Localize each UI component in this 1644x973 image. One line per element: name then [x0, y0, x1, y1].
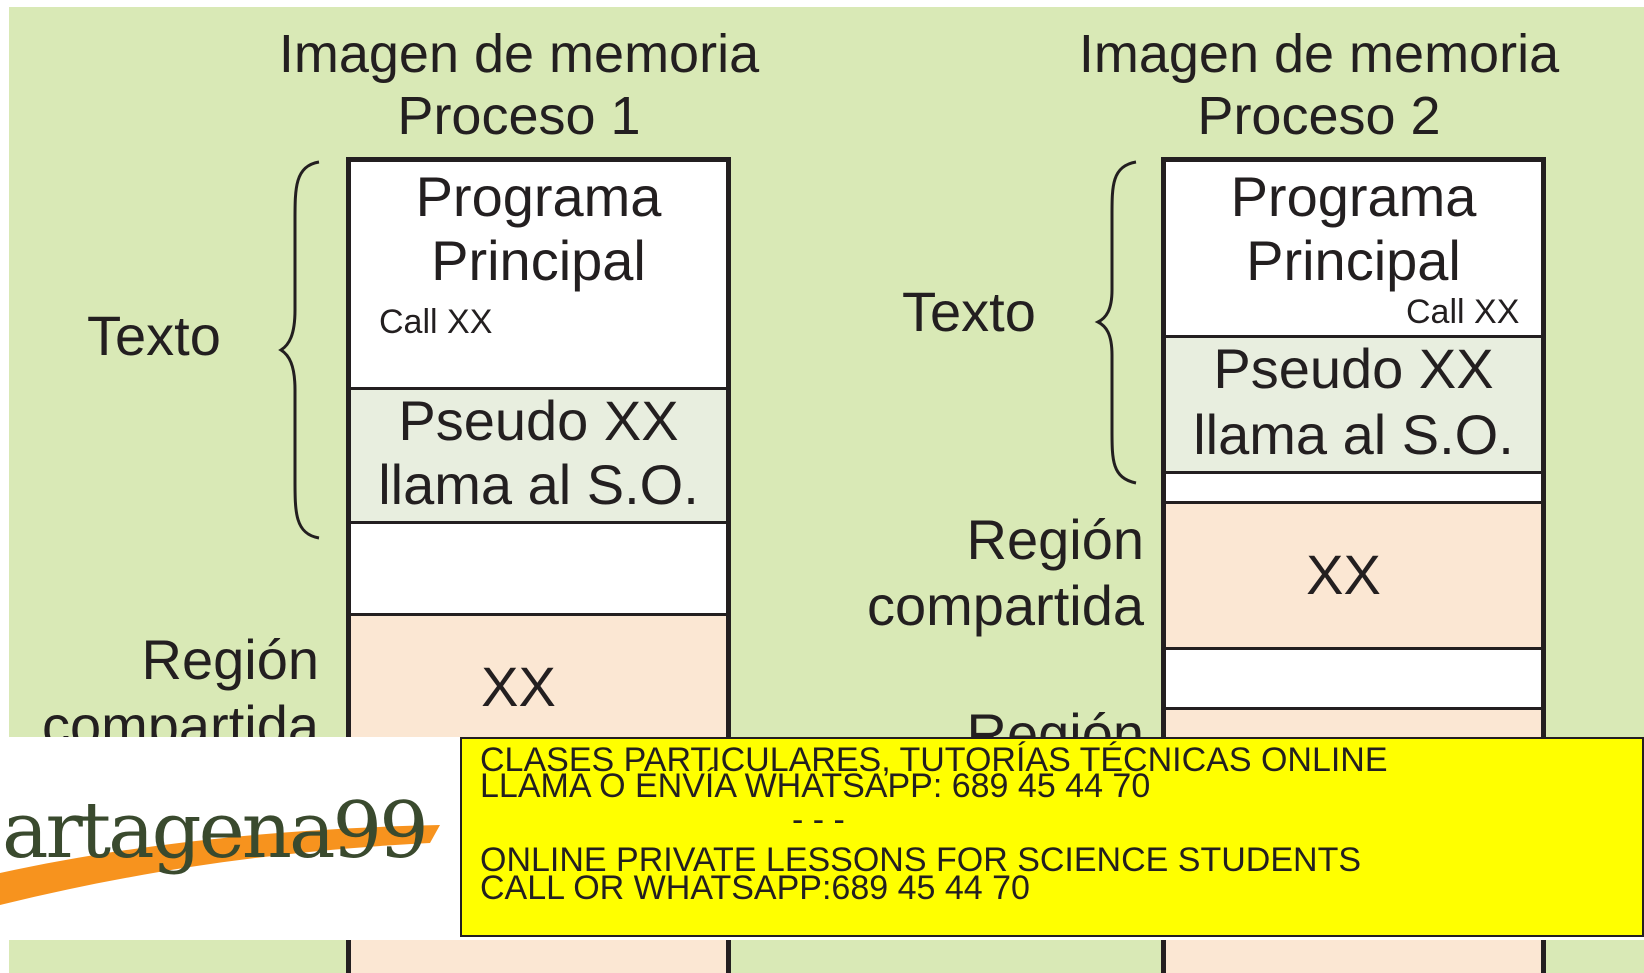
- process1-pseudo-line2: llama al S.O.: [378, 453, 699, 516]
- process1-title: Imagen de memoria Proceso 1: [239, 23, 799, 147]
- process1-title-line1: Imagen de memoria: [278, 24, 760, 84]
- process1-free-space: [351, 524, 726, 616]
- process2-pseudo-line1: Pseudo XX: [1213, 337, 1494, 400]
- process1-pseudo: Pseudo XX llama al S.O.: [351, 389, 726, 524]
- ad-line-2: LLAMA O ENVÍA WHATSAPP: 689 45 44 70: [480, 767, 1151, 805]
- process2-text-label: Texto: [902, 280, 1036, 343]
- process1-text-brace: [278, 160, 320, 540]
- logo-text: artagena99: [2, 786, 429, 876]
- process2-region-label: Región compartida: [789, 507, 1144, 639]
- ad-line-3: ONLINE PRIVATE LESSONS FOR SCIENCE STUDE…: [480, 841, 1362, 879]
- process2-text-brace: [1094, 160, 1137, 485]
- process2-region-line1: Región: [966, 508, 1144, 571]
- process2-free-space-2: [1166, 650, 1541, 710]
- process2-main-line2: Principal: [1246, 229, 1461, 292]
- process2-free-space-1: [1166, 474, 1541, 504]
- process2-pseudo: Pseudo XX llama al S.O.: [1166, 337, 1541, 474]
- process1-main-line2: Principal: [431, 229, 646, 292]
- process2-main-program: Programa Principal Call XX: [1166, 162, 1541, 338]
- process2-main-line1: Programa: [1230, 165, 1477, 228]
- process2-call: Call XX: [1406, 293, 1520, 331]
- process2-title-line2: Proceso 2: [1197, 86, 1441, 146]
- process2-region-line2: compartida: [866, 574, 1144, 637]
- brand-logo[interactable]: artagena99: [0, 755, 445, 915]
- process1-call: Call XX: [379, 303, 493, 341]
- process1-main-line1: Programa: [415, 165, 662, 228]
- process1-text-label: Texto: [87, 304, 221, 367]
- process2-shared-label: XX: [1306, 543, 1381, 606]
- ad-line-4: CALL OR WHATSAPP:689 45 44 70: [480, 869, 1030, 907]
- process1-shared-label: XX: [481, 655, 556, 718]
- process1-title-line2: Proceso 1: [397, 86, 641, 146]
- process2-title-line1: Imagen de memoria: [1078, 24, 1560, 84]
- ad-overlay: artagena99 CLASES PARTICULARES, TUTORÍAS…: [0, 737, 1644, 940]
- ad-line-1: CLASES PARTICULARES, TUTORÍAS TÉCNICAS O…: [480, 741, 1388, 779]
- process1-pseudo-line1: Pseudo XX: [398, 389, 679, 452]
- process1-main-program: Programa Principal Call XX: [351, 162, 726, 390]
- process2-shared-region: XX: [1166, 504, 1541, 650]
- process2-title: Imagen de memoria Proceso 2: [1039, 23, 1599, 147]
- ad-separator: - - -: [792, 801, 845, 839]
- process1-region-line1: Región: [141, 628, 319, 691]
- process2-pseudo-line2: llama al S.O.: [1193, 403, 1514, 466]
- ad-banner[interactable]: CLASES PARTICULARES, TUTORÍAS TÉCNICAS O…: [460, 737, 1644, 937]
- logo-swoosh-icon: [0, 825, 440, 905]
